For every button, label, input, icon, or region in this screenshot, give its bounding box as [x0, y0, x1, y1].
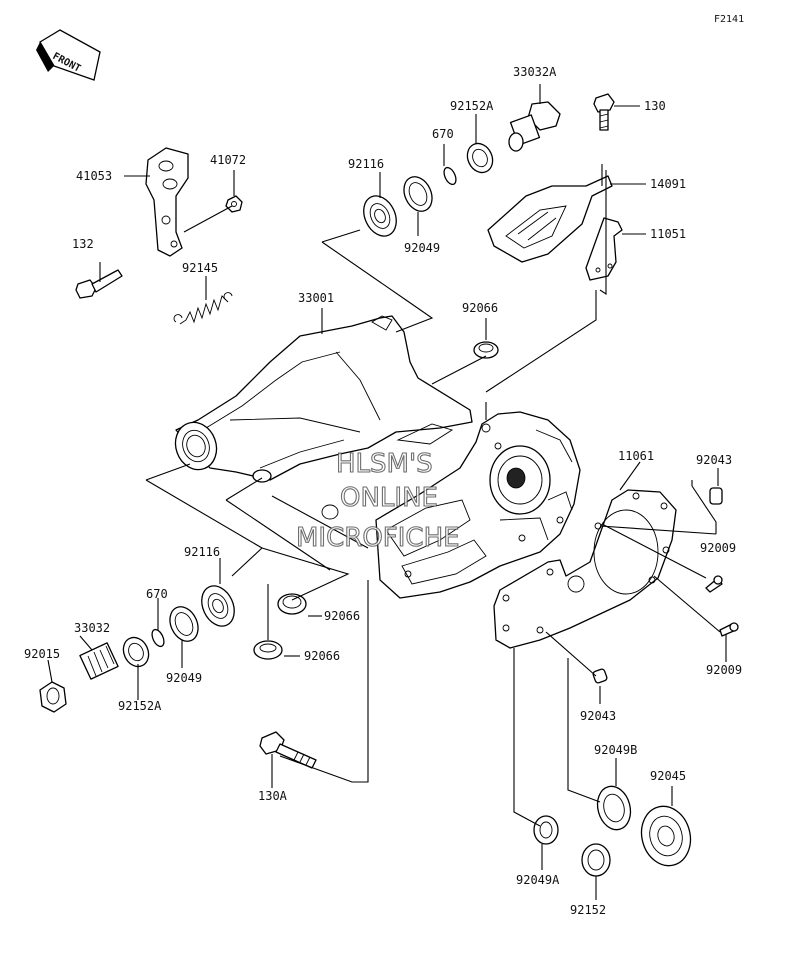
label-92066-bottom: 92066	[304, 649, 340, 663]
bracket-14091	[487, 175, 613, 263]
label-92116-top: 92116	[348, 157, 384, 171]
watermark: HLSM'S ONLINE MICROFICHE	[295, 448, 460, 553]
label-670-bottom: 670	[146, 587, 168, 601]
label-33032: 33032	[74, 621, 110, 635]
label-92152a-bottom: 92152A	[118, 699, 162, 713]
label-11051: 11051	[650, 227, 686, 241]
circlip-670-bottom	[151, 628, 165, 648]
label-92049b: 92049B	[594, 743, 637, 757]
label-92049-top: 92049	[404, 241, 440, 255]
screw-92009-b	[719, 622, 739, 637]
spring-92145	[173, 292, 233, 325]
plug-92066-top	[473, 341, 499, 359]
part-labels: 33032A 92152A 670 92116 92049 130 14091 …	[24, 65, 742, 917]
label-92152: 92152	[570, 903, 606, 917]
screw-92009-a	[705, 575, 723, 593]
oil-seal-92049a	[533, 815, 559, 845]
label-92145: 92145	[182, 261, 218, 275]
label-92116-bottom: 92116	[184, 545, 220, 559]
label-130a: 130A	[258, 789, 288, 803]
adjuster-33032	[79, 642, 119, 680]
bracket-11051	[585, 217, 623, 281]
watermark-line-3: MICROFICHE	[296, 523, 460, 553]
plug-92066-mid	[277, 593, 307, 615]
seal-92152a-bottom	[122, 636, 150, 668]
label-92049a: 92049A	[516, 873, 560, 887]
label-92043-top: 92043	[696, 453, 732, 467]
link-plate-41053	[145, 147, 189, 257]
dowel-pin-92043-bottom	[592, 668, 608, 684]
label-92049-bottom: 92049	[166, 671, 202, 685]
label-92015: 92015	[24, 647, 60, 661]
nut-92015	[39, 681, 67, 713]
final-drive-housing-33001	[174, 315, 581, 599]
label-92043-bottom: 92043	[580, 709, 616, 723]
oil-seal-92049b	[596, 785, 632, 831]
leader-lines	[47, 84, 727, 900]
bearing-92116-bottom	[201, 585, 235, 627]
bolt-132	[75, 269, 123, 299]
label-92066-mid: 92066	[324, 609, 360, 623]
figure-code: F2141	[714, 14, 744, 25]
bearing-92152	[581, 843, 611, 877]
pin-oval-housing	[252, 469, 339, 520]
label-670-top: 670	[432, 127, 454, 141]
label-14091: 14091	[650, 177, 686, 191]
bearing-92116-top	[363, 195, 397, 237]
label-92066-top: 92066	[462, 301, 498, 315]
label-92009-b: 92009	[706, 663, 742, 677]
circlip-670-top	[443, 166, 457, 186]
label-41072: 41072	[210, 153, 246, 167]
watermark-line-1: HLSM'S	[336, 449, 433, 479]
label-33001: 33001	[298, 291, 334, 305]
oil-seal-92049-bottom	[169, 606, 199, 642]
label-92009-a: 92009	[700, 541, 736, 555]
label-92152a-top: 92152A	[450, 99, 494, 113]
bolt-130a	[259, 731, 317, 769]
plug-92066-bottom	[253, 640, 283, 660]
dowel-pin-92043-top	[709, 487, 723, 505]
label-33032a: 33032A	[513, 65, 557, 79]
gasket-11061	[493, 489, 677, 649]
label-130: 130	[644, 99, 666, 113]
label-11061: 11061	[618, 449, 654, 463]
label-132: 132	[72, 237, 94, 251]
label-41053: 41053	[76, 169, 112, 183]
breather-cap-33032a	[508, 101, 561, 152]
front-arrow-icon: FRONT	[36, 29, 101, 81]
seal-92152a-top	[466, 142, 494, 174]
bolt-130	[593, 93, 615, 131]
label-92045: 92045	[650, 769, 686, 783]
nut-41072	[225, 195, 243, 213]
bearing-92045	[640, 805, 692, 867]
watermark-line-2: ONLINE	[340, 483, 438, 513]
oil-seal-92049-top	[403, 176, 433, 212]
